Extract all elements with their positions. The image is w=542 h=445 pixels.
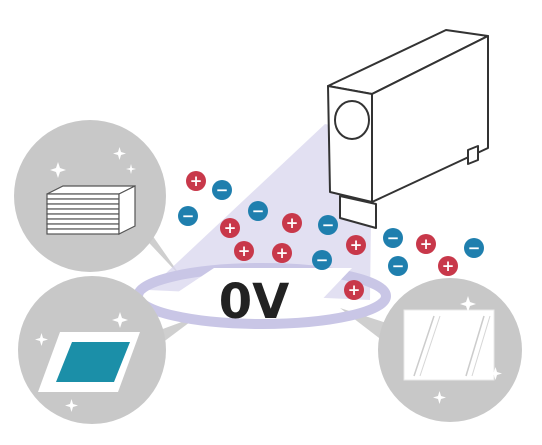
positive-sign: + xyxy=(442,257,455,275)
sparkle-icons xyxy=(50,147,136,178)
negative-ion-icon: − xyxy=(212,180,232,200)
negative-ion-icon: − xyxy=(248,201,268,221)
sparkle-icons xyxy=(35,312,128,412)
positive-ion-icon: + xyxy=(282,213,302,233)
voltage-label: 0V xyxy=(219,274,290,330)
negative-sign: − xyxy=(468,239,481,257)
film-sheet-icon xyxy=(38,332,140,392)
positive-sign: + xyxy=(224,219,237,237)
positive-ion-icon: + xyxy=(220,218,240,238)
positive-sign: + xyxy=(350,236,363,254)
positive-sign: + xyxy=(238,242,251,260)
negative-sign: − xyxy=(252,202,265,220)
negative-ion-icon: − xyxy=(312,250,332,270)
glass-panel-icon xyxy=(403,309,495,381)
negative-ion-icon: − xyxy=(178,206,198,226)
negative-sign: − xyxy=(392,257,405,275)
positive-ion-icon: + xyxy=(234,241,254,261)
positive-ion-icon: + xyxy=(186,171,206,191)
callout-film-sheet xyxy=(18,276,166,424)
negative-ion-icon: − xyxy=(464,238,484,258)
positive-ion-icon: + xyxy=(344,280,364,300)
ionizer-foot xyxy=(467,145,479,165)
ionizer-nozzle-block xyxy=(339,195,377,229)
positive-ion-icon: + xyxy=(416,234,436,254)
positive-ion-icon: + xyxy=(438,256,458,276)
negative-ion-icon: − xyxy=(388,256,408,276)
negative-sign: − xyxy=(182,207,195,225)
positive-sign: + xyxy=(348,281,361,299)
ions: +−−+−+−++−+−+−−++ xyxy=(178,171,484,300)
ionizer-side-face xyxy=(371,35,489,203)
sparkle-icons xyxy=(433,296,502,404)
negative-ion-icon: − xyxy=(383,228,403,248)
negative-sign: − xyxy=(216,181,229,199)
positive-sign: + xyxy=(286,214,299,232)
positive-sign: + xyxy=(420,235,433,253)
positive-sign: + xyxy=(190,172,203,190)
positive-ion-icon: + xyxy=(272,243,292,263)
negative-sign: − xyxy=(322,216,335,234)
negative-sign: − xyxy=(316,251,329,269)
negative-ion-icon: − xyxy=(318,215,338,235)
callout-glass-panel xyxy=(378,278,522,422)
paper-stack-icon xyxy=(46,185,136,235)
ionizer-device xyxy=(327,29,489,229)
ionizer-lens xyxy=(334,100,370,140)
callout-paper-stack xyxy=(14,120,166,272)
negative-sign: − xyxy=(387,229,400,247)
positive-ion-icon: + xyxy=(346,235,366,255)
target-plate xyxy=(166,268,352,310)
positive-sign: + xyxy=(276,244,289,262)
